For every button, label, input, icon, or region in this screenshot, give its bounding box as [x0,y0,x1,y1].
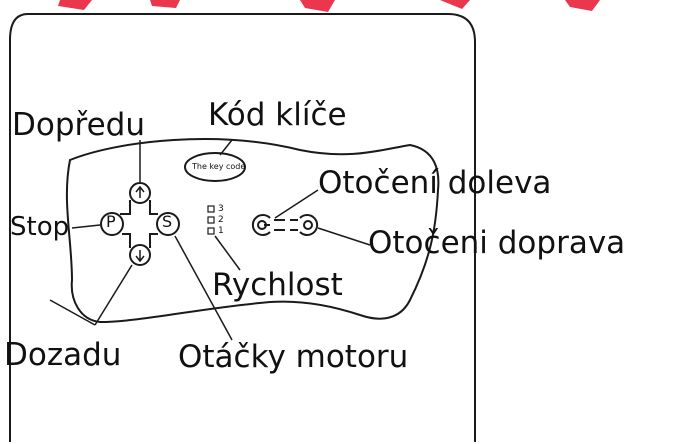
rotate-left-icon [251,214,271,236]
speed-box-1 [207,227,215,235]
p-button-shape [100,212,124,236]
leader-stop [71,224,101,229]
label-motor-rpm: Otáčky motoru [178,339,409,375]
leader-backward-1 [94,264,133,326]
label-backward: Dozadu [4,337,122,373]
dpad-cross [120,200,158,248]
leader-motor-rpm [174,235,233,341]
leader-turn-right [317,227,371,246]
watermark [58,0,600,12]
speed-level-2: 2 [218,215,224,225]
backward-button-shape [129,244,151,266]
speed-box-2 [207,216,215,224]
rotate-buttons [251,214,319,236]
arrow-up-icon [135,185,145,198]
label-turn-left: Otočení doleva [318,165,552,201]
leader-lines [49,139,371,341]
p-button-label: P [106,212,116,231]
speed-box-3 [207,205,215,213]
forward-button-shape [129,182,151,204]
label-key-code: Kód klíče [208,97,347,133]
rotate-right-icon [299,214,319,236]
label-turn-right: Otočeni doprava [368,225,626,261]
remote-outline [9,13,476,442]
control-panel [65,138,440,324]
arrow-down-icon [135,250,145,263]
speed-indicators [207,205,215,235]
label-speed: Rychlost [212,267,343,303]
leader-speed [214,235,241,271]
key-code-oval [184,152,246,182]
leader-turn-left [274,189,319,219]
leader-backward-2 [49,299,96,326]
key-code-inner-text: The key code [192,162,246,171]
speed-level-1: 1 [218,226,224,236]
dpad [100,182,180,266]
label-forward: Dopředu [12,107,145,143]
s-button-shape [156,212,180,236]
label-stop: Stop [10,212,70,242]
s-button-label: S [162,212,173,231]
speed-level-3: 3 [218,204,224,214]
leader-key-code [219,139,233,156]
